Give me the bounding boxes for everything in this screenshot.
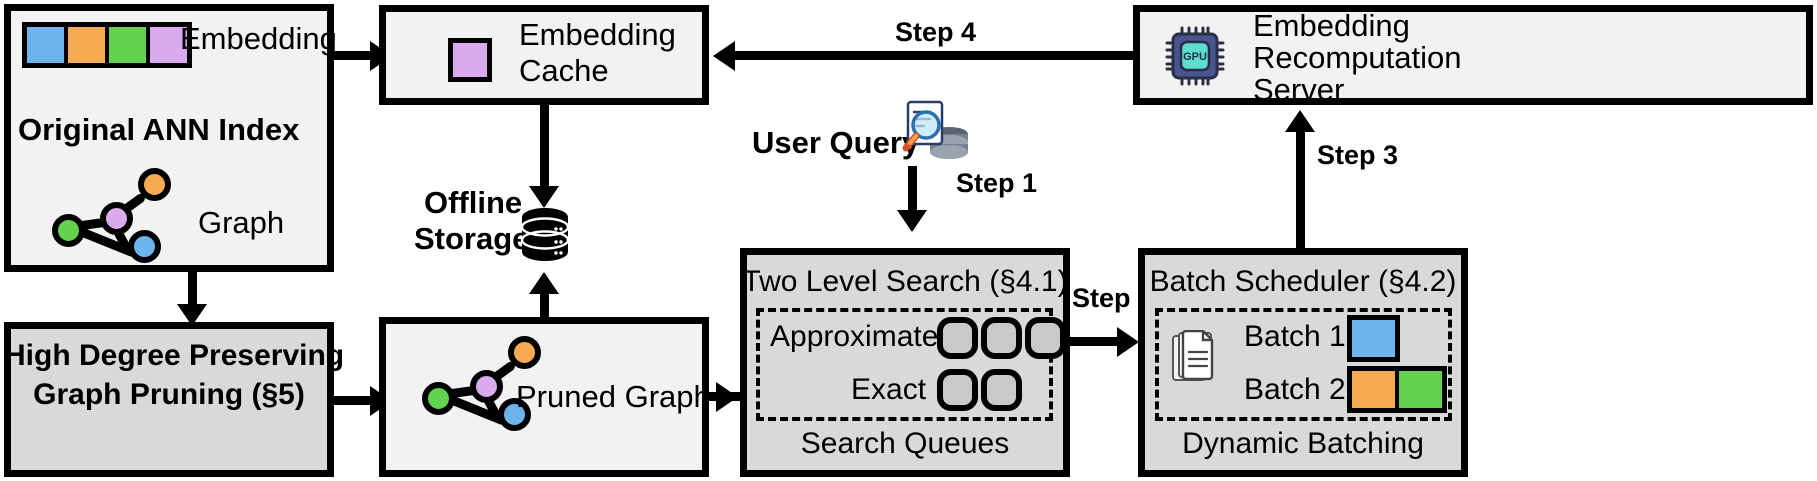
step3-arrow-head <box>1285 110 1315 132</box>
offline-storage-line1: Offline <box>424 185 523 220</box>
arrow-pruning-to-pruned-line <box>334 396 374 405</box>
search-database-icon <box>902 100 968 159</box>
step3-label: Step 3 <box>1317 140 1399 170</box>
user-query-label: User Query <box>752 125 920 160</box>
batch-row-label-1: Batch 1 <box>1244 320 1346 353</box>
step1-arrow-head <box>897 210 927 232</box>
two-level-search-title: Two Level Search (§4.1) <box>742 265 1068 298</box>
step4-label: Step 4 <box>895 17 977 47</box>
embedding-cell-green <box>109 27 150 63</box>
queue-slot <box>981 369 1022 411</box>
arrow-index-to-cache-line <box>334 51 374 60</box>
graph-node-green <box>52 214 85 247</box>
arrow-pruned-to-storage-line <box>540 292 549 340</box>
graph-label: Graph <box>198 205 285 240</box>
step1-arrow-line <box>908 166 917 214</box>
arrow-cache-to-storage-line <box>540 105 549 190</box>
search-row-label-exact: Exact <box>851 373 927 406</box>
step3-arrow-line <box>1296 130 1305 248</box>
pruned-graph-graphic <box>410 336 545 441</box>
offline-storage-line2: Storage <box>414 221 530 256</box>
pruned-graph-label: Pruned Graph <box>516 379 711 414</box>
graph-node-orange <box>138 168 171 201</box>
database-icon <box>520 208 570 261</box>
gpu-chip-icon: GPU <box>1165 26 1225 86</box>
arrow-pruned-to-search-head <box>716 382 738 412</box>
batch-rows-panel <box>1155 308 1452 421</box>
step1-label: Step 1 <box>956 168 1038 198</box>
graph-node-orange <box>508 336 541 369</box>
queue-slot <box>981 317 1022 359</box>
svg-text:GPU: GPU <box>1183 51 1207 63</box>
graph-pruning-box <box>4 322 334 477</box>
search-queues-panel <box>756 308 1053 421</box>
arrow-index-to-pruning-head <box>177 304 207 326</box>
search-row-label-approximate: Approximate <box>770 320 939 353</box>
graph-pruning-line1: High Degree Preserving <box>4 339 345 372</box>
step2-arrow-line <box>1070 337 1125 346</box>
graph-pruning-line2: Graph Pruning (§5) <box>33 378 305 411</box>
batch-scheduler-title: Batch Scheduler (§4.2) <box>1149 265 1457 298</box>
original-ann-index-title: Original ANN Index <box>18 112 300 147</box>
batch-chip-green <box>1399 371 1442 408</box>
recomputation-server-line3: Server <box>1253 72 1345 107</box>
search-queues-footer: Search Queues <box>800 427 1010 460</box>
step4-arrow-line <box>735 51 1133 60</box>
embedding-cache-line2: Cache <box>519 53 609 88</box>
two-level-search-box <box>740 248 1070 477</box>
step4-arrow-head <box>713 41 735 71</box>
embedding-cell-purple <box>150 27 187 63</box>
batch-chip-orange <box>1352 371 1399 408</box>
embedding-chip-row <box>22 22 192 68</box>
graph-node-purple <box>470 370 503 403</box>
queue-slot <box>937 317 978 359</box>
queue-slot <box>1025 317 1066 359</box>
embedding-cache-chip <box>448 38 492 82</box>
recomputation-server-box <box>1133 5 1813 105</box>
arrow-pruned-to-storage-head <box>529 272 559 294</box>
recomputation-server-line2: Recomputation <box>1253 40 1462 75</box>
documents-icon <box>1172 330 1214 381</box>
batch-row-label-2: Batch 2 <box>1244 373 1346 406</box>
batch-2-chips <box>1347 366 1447 413</box>
original-index-graph <box>40 168 175 263</box>
recomputation-server-line1: Embedding <box>1253 8 1410 43</box>
embedding-cache-box <box>379 5 709 105</box>
search-queue-row-approximate <box>937 317 1066 359</box>
batch-chip-blue <box>1352 320 1395 357</box>
step2-arrow-head <box>1117 327 1139 357</box>
search-queue-row-exact <box>937 369 1022 411</box>
embedding-cell-blue <box>27 27 68 63</box>
graph-node-blue <box>128 230 161 263</box>
embedding-cell-orange <box>68 27 109 63</box>
batch-1-chips <box>1347 315 1400 362</box>
dynamic-batching-footer: Dynamic Batching <box>1182 427 1424 460</box>
graph-node-blue <box>498 398 531 431</box>
queue-slot <box>937 369 978 411</box>
embedding-cache-line1: Embedding <box>519 17 676 52</box>
graph-node-green <box>422 382 455 415</box>
arrow-index-to-pruning-line <box>188 272 197 308</box>
graph-node-purple <box>100 202 133 235</box>
embedding-label: Embedding <box>180 21 337 56</box>
arrow-cache-to-storage-head <box>529 186 559 208</box>
